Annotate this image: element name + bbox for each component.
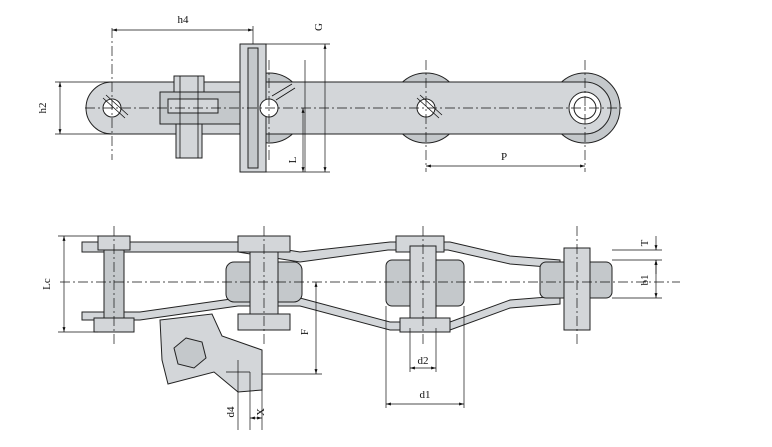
- label-d2: d2: [418, 355, 429, 367]
- bottom-pin3-tail: [399, 317, 451, 333]
- bottom-lower-plate: [81, 295, 561, 331]
- bottom-hex-nut: [173, 337, 207, 369]
- label-Lc: Lc: [41, 278, 53, 290]
- bottom-top-plate: [81, 241, 561, 269]
- label-P: P: [501, 151, 507, 163]
- bottom-view: [58, 226, 680, 430]
- label-d4: d4: [225, 406, 237, 418]
- label-T: T: [639, 239, 651, 246]
- label-G: G: [313, 23, 325, 31]
- top-bolt-shank: [167, 98, 219, 114]
- label-L: L: [287, 156, 299, 163]
- label-h2: h2: [37, 103, 49, 114]
- label-d1: d1: [420, 389, 431, 401]
- label-b1: b1: [639, 275, 651, 286]
- label-h4: h4: [178, 14, 190, 26]
- top-nut-upper: [173, 75, 205, 93]
- label-X: X: [255, 408, 267, 416]
- top-view: [55, 26, 625, 173]
- label-F: F: [299, 329, 311, 335]
